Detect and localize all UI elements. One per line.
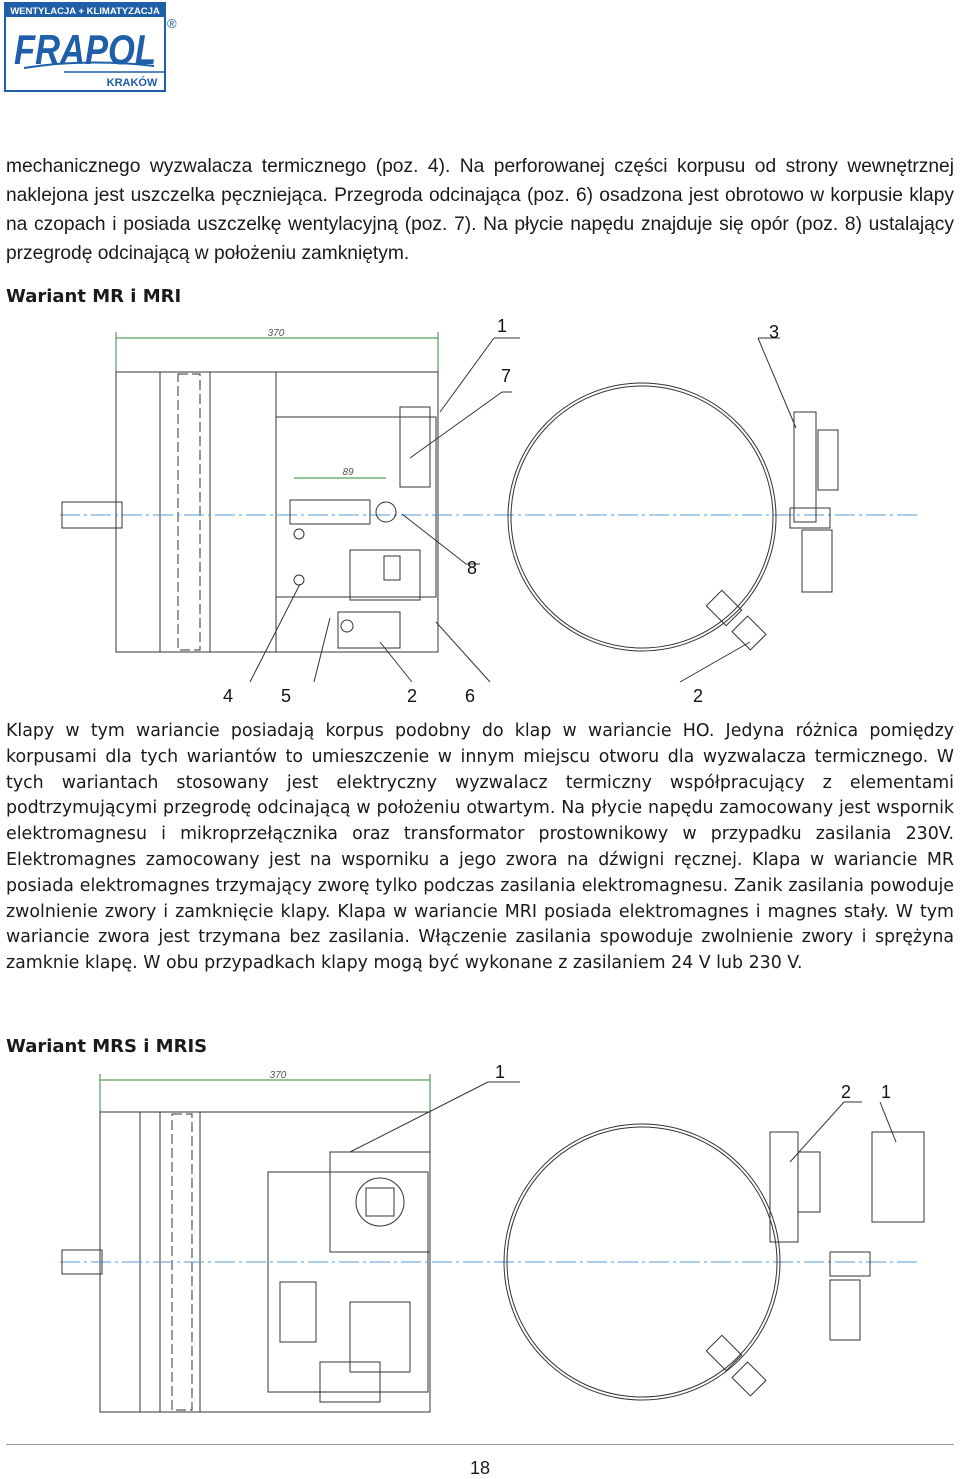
callout-1-mrs: 1 (495, 1062, 505, 1082)
dimension-89: 89 (342, 467, 354, 478)
intro-paragraph: mechanicznego wyzwalacza termicznego (po… (6, 156, 954, 264)
section-heading-mrs: Wariant MRS i MRIS (6, 1036, 208, 1057)
page-number: 18 (469, 1458, 491, 1478)
callout-2a: 2 (407, 686, 417, 706)
dimension-370: 370 (268, 328, 285, 339)
callout-8: 8 (467, 558, 477, 578)
frapol-logo: WENTYLACJA + KLIMATYZACJA FRAPOL ® KRAKÓ… (4, 2, 177, 92)
logo-registered: ® (167, 16, 177, 31)
callout-2b: 2 (693, 686, 703, 706)
body-paragraph: Klapy w tym wariancie posiadają korpus p… (6, 721, 954, 974)
callout-2-mrs: 2 (841, 1082, 851, 1102)
section-heading-mr: Wariant MR i MRI (6, 286, 182, 307)
logo-city: KRAKÓW (107, 76, 158, 89)
technical-drawing-mr: 370 89 1 3 7 8 4 5 2 6 2 (60, 316, 920, 706)
dimension-370-mrs: 370 (270, 1070, 287, 1081)
logo-tagline: WENTYLACJA + KLIMATYZACJA (10, 6, 160, 17)
technical-drawing-mrs: 370 1 2 1 (60, 1062, 925, 1413)
callout-3: 3 (769, 322, 779, 342)
callout-5: 5 (281, 686, 291, 706)
footer-rule (6, 1444, 954, 1445)
callout-6: 6 (465, 686, 475, 706)
callout-7: 7 (501, 366, 511, 386)
callout-1: 1 (497, 316, 507, 336)
callout-4: 4 (223, 686, 233, 706)
callout-1b-mrs: 1 (881, 1082, 891, 1102)
